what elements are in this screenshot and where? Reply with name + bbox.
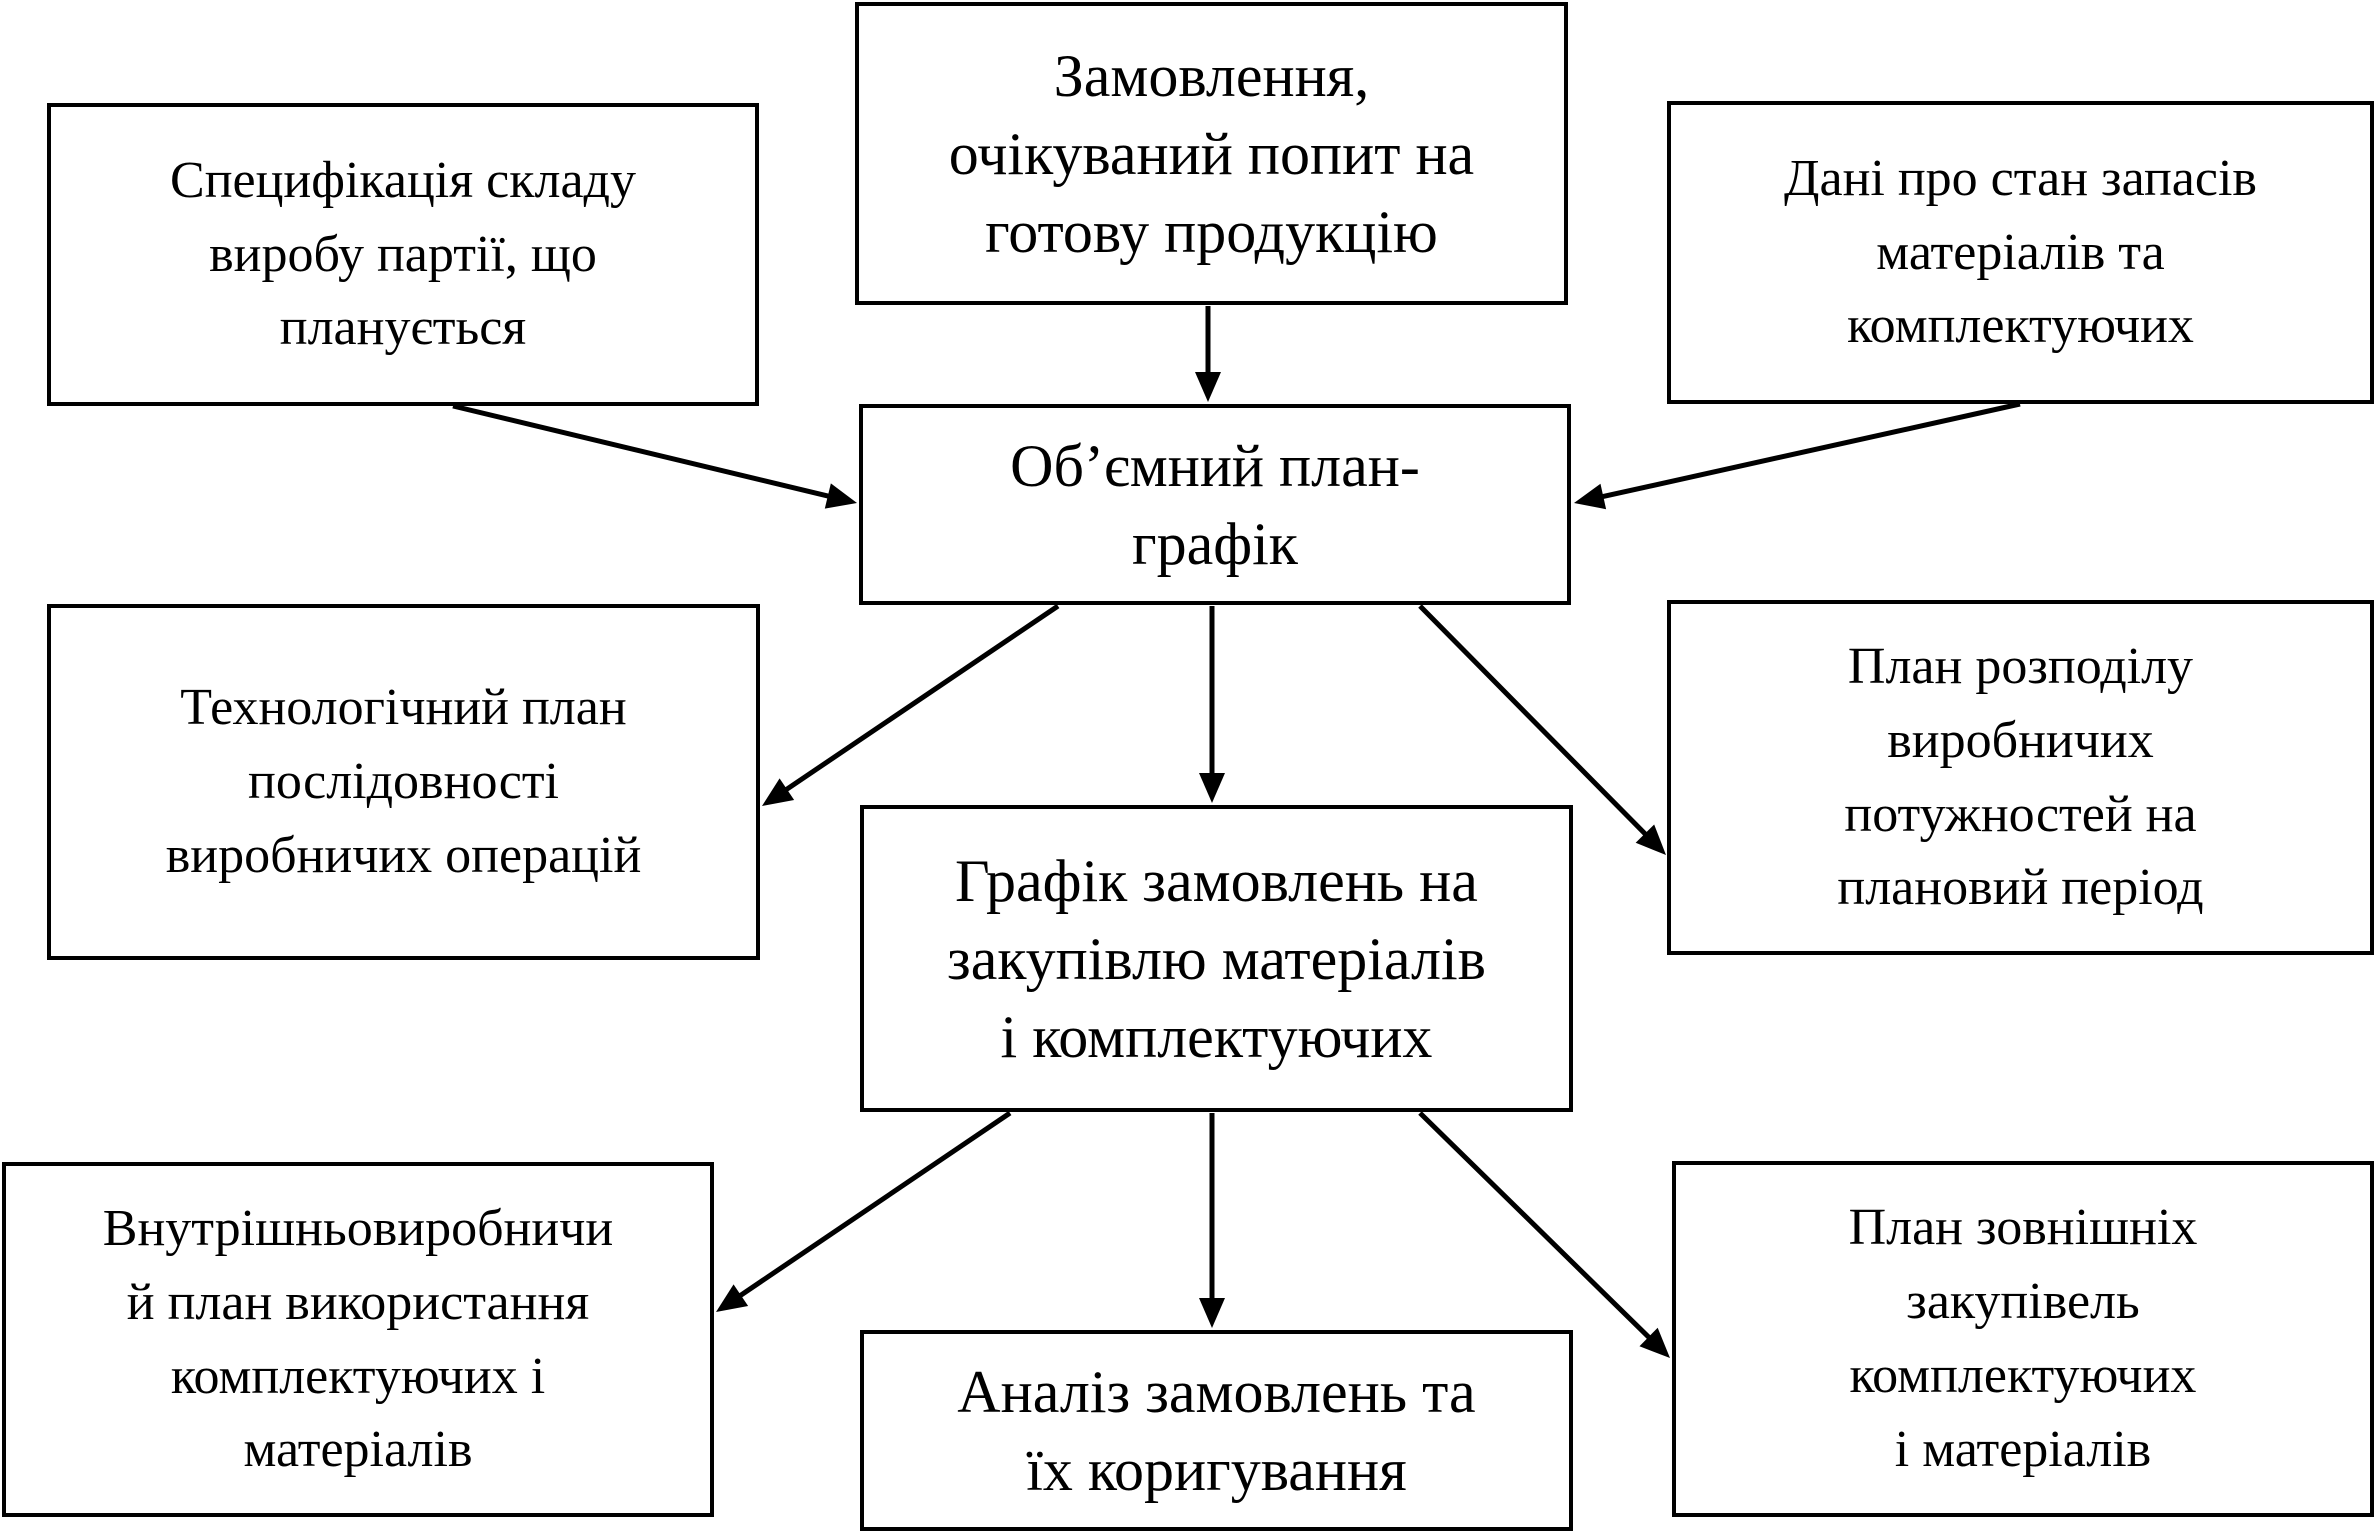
arrowhead — [716, 1284, 749, 1312]
node-purchase-schedule: Графік замовлень на закупівлю матеріалів… — [860, 805, 1573, 1112]
arrowhead — [1639, 1327, 1670, 1358]
node-capacity-plan-label: План розподілу виробничих потужностей на… — [1837, 637, 2204, 917]
arrow-volume-plan-to-tech-plan — [762, 603, 1060, 806]
arrowhead — [762, 778, 795, 806]
node-orders: Замовлення, очікуваний попит на готову п… — [855, 2, 1568, 305]
arrowhead — [824, 483, 857, 509]
node-analysis: Аналіз замовлень та їх коригування — [860, 1330, 1573, 1531]
arrow-purchase-schedule-to-internal-plan — [716, 1110, 1012, 1312]
node-external-plan: План зовнішніх закупівель комплектуючих … — [1672, 1161, 2374, 1517]
arrow-specification-to-volume-plan — [452, 403, 857, 509]
arrow-purchase-schedule-to-external-plan — [1418, 1111, 1670, 1358]
arrow-stock-data-to-volume-plan — [1574, 401, 2021, 510]
node-tech-plan: Технологічний план послідовності виробни… — [47, 604, 760, 960]
node-volume-plan-label: Об’ємний план- графік — [1010, 432, 1420, 577]
arrow-line — [736, 1110, 1012, 1300]
arrowhead — [1199, 1298, 1225, 1328]
arrow-volume-plan-to-purchase-schedule — [1199, 606, 1225, 803]
arrowhead — [1195, 372, 1221, 402]
arrowhead — [1574, 483, 1607, 510]
arrow-line — [1418, 604, 1650, 839]
arrow-line — [1418, 1111, 1654, 1342]
node-stock-data: Дані про стан запасів матеріалів та комп… — [1667, 101, 2374, 404]
arrow-volume-plan-to-capacity-plan — [1418, 604, 1666, 855]
node-internal-plan-label: Внутрішньовиробничи й план використання … — [102, 1199, 614, 1479]
node-orders-label: Замовлення, очікуваний попит на готову п… — [948, 42, 1475, 265]
arrow-purchase-schedule-to-analysis — [1199, 1113, 1225, 1328]
node-specification-label: Специфікація складу виробу партії, що пл… — [170, 151, 636, 357]
arrowhead — [1635, 824, 1666, 855]
node-internal-plan: Внутрішньовиробничи й план використання … — [2, 1162, 714, 1517]
node-tech-plan-label: Технологічний план послідовності виробни… — [165, 679, 642, 884]
node-analysis-label: Аналіз замовлень та їх коригування — [957, 1358, 1476, 1503]
arrow-line — [1598, 401, 2021, 500]
node-specification: Специфікація складу виробу партії, що пл… — [47, 103, 759, 406]
arrowhead — [1199, 773, 1225, 803]
node-capacity-plan: План розподілу виробничих потужностей на… — [1667, 600, 2374, 955]
arrow-line — [782, 603, 1060, 794]
node-volume-plan: Об’ємний план- графік — [859, 404, 1571, 605]
node-purchase-schedule-label: Графік замовлень на закупівлю матеріалів… — [947, 847, 1486, 1070]
arrow-orders-to-volume-plan — [1195, 306, 1221, 402]
node-external-plan-label: План зовнішніх закупівель комплектуючих … — [1848, 1199, 2198, 1478]
arrow-line — [452, 403, 833, 500]
node-stock-data-label: Дані про стан запасів матеріалів та комп… — [1784, 149, 2257, 355]
